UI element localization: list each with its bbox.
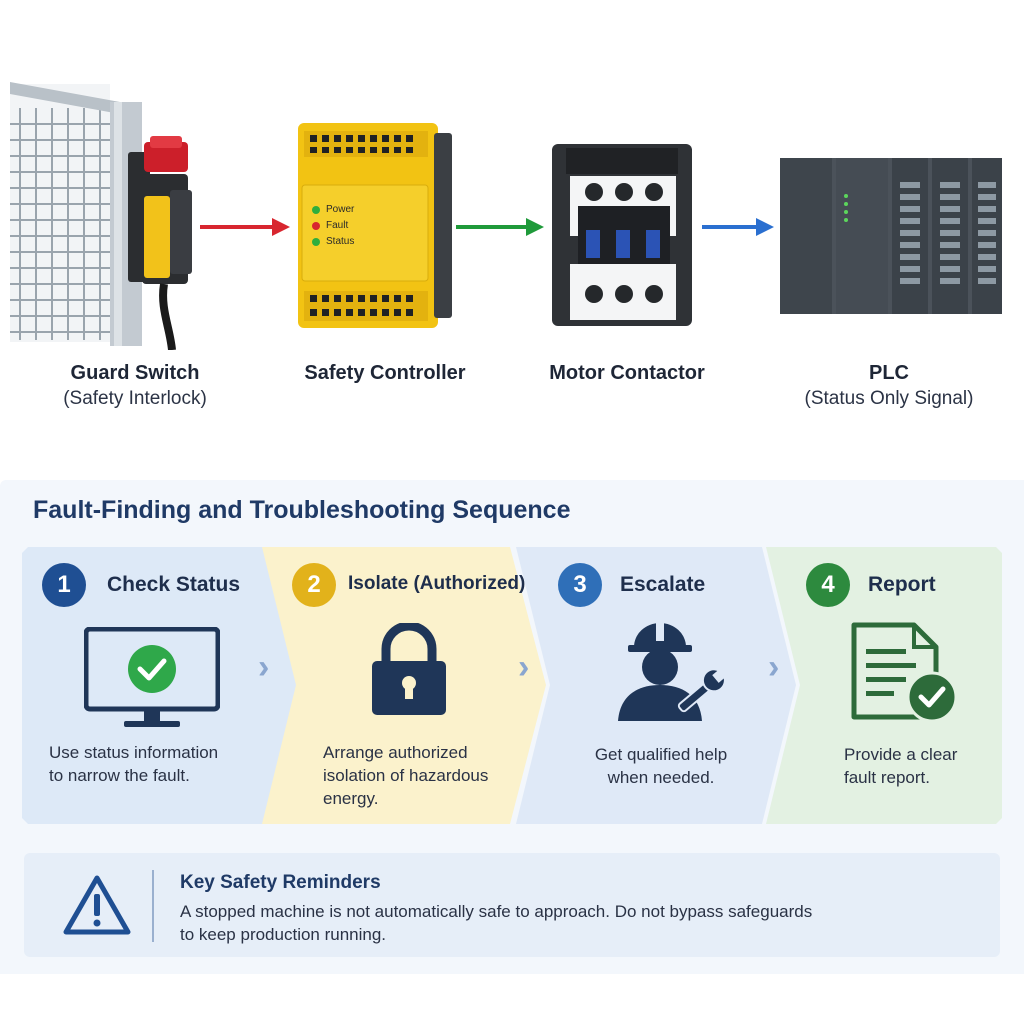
panel-title: Fault-Finding and Troubleshooting Sequen… <box>33 496 571 524</box>
step-title: Isolate (Authorized) <box>348 573 526 594</box>
step-number-badge: 4 <box>806 563 850 607</box>
step-desc-line: when needed. <box>607 768 715 787</box>
step-description: Get qualified help when needed. <box>576 743 746 789</box>
step-escalate: 3 Escalate Get qualified help when neede… <box>516 547 798 824</box>
reminder-text-line: A stopped machine is not automatically s… <box>180 902 813 921</box>
reminder-text-line: to keep production running. <box>180 925 387 944</box>
step-number-badge: 3 <box>558 563 602 607</box>
motor-contactor-icon <box>552 144 692 326</box>
device-label-plc: PLC (Status Only Signal) <box>774 360 1004 412</box>
device-label-motor-contactor: Motor Contactor <box>512 360 742 386</box>
step-title: Report <box>868 573 936 596</box>
step-desc-line: Provide a clear <box>844 745 958 764</box>
device-name: Motor Contactor <box>549 362 705 384</box>
step-title: Escalate <box>620 573 706 596</box>
device-name: Safety Controller <box>304 362 466 384</box>
device-label-safety-controller: Safety Controller <box>270 360 500 386</box>
plc-icon <box>780 158 1002 314</box>
step-desc-line: Arrange authorized <box>323 743 468 762</box>
step-description: Use status information to narrow the fau… <box>49 741 269 787</box>
step-desc-line: Get qualified help <box>594 745 728 764</box>
step-isolate: 2 Isolate (Authorized) Arrange authorize… <box>262 547 548 824</box>
arrow-red <box>200 218 290 236</box>
technician-wrench-icon <box>618 623 726 721</box>
report-check-icon <box>851 622 958 723</box>
step-desc-line: energy. <box>323 789 379 808</box>
reminder-divider <box>152 870 154 942</box>
reminder-text: A stopped machine is not automatically s… <box>180 900 880 946</box>
step-report: 4 Report Provide a clear fault report. <box>766 547 1002 824</box>
reminder-title: Key Safety Reminders <box>180 872 381 893</box>
led-label-fault: Fault <box>326 220 349 231</box>
arrow-blue <box>702 218 774 236</box>
monitor-check-icon <box>84 627 220 727</box>
device-label-guard-switch: Guard Switch (Safety Interlock) <box>20 360 250 412</box>
safety-reminder-box <box>24 853 1000 957</box>
step-desc-line: to narrow the fault. <box>49 766 190 785</box>
step-title: Check Status <box>107 573 241 596</box>
step-number-badge: 1 <box>42 563 86 607</box>
warning-triangle-icon <box>63 875 131 935</box>
chevron-right-icon: › <box>258 648 270 686</box>
chevron-right-icon: › <box>518 648 530 686</box>
led-label-power: Power <box>326 204 355 215</box>
step-description: Arrange authorized isolation of hazardou… <box>323 741 533 810</box>
arrow-green <box>456 218 544 236</box>
guard-switch-icon <box>10 82 192 350</box>
device-chain: Power Fault Status <box>0 0 1024 440</box>
step-desc-line: isolation of hazardous <box>323 766 489 785</box>
device-name: Guard Switch <box>70 362 200 384</box>
step-check-status: 1 Check Status Use status information to… <box>22 547 302 824</box>
step-background <box>766 547 1002 824</box>
chevron-right-icon: › <box>768 648 780 686</box>
step-desc-line: Use status information <box>49 743 219 762</box>
device-sub: (Status Only Signal) <box>804 388 974 409</box>
device-sub: (Safety Interlock) <box>63 388 207 409</box>
step-number-badge: 2 <box>292 563 336 607</box>
padlock-icon <box>372 623 446 715</box>
step-description: Provide a clear fault report. <box>844 743 994 789</box>
led-label-status: Status <box>326 236 355 247</box>
safety-controller-icon <box>298 123 452 328</box>
device-name: PLC <box>869 362 909 384</box>
step-desc-line: fault report. <box>844 768 930 787</box>
